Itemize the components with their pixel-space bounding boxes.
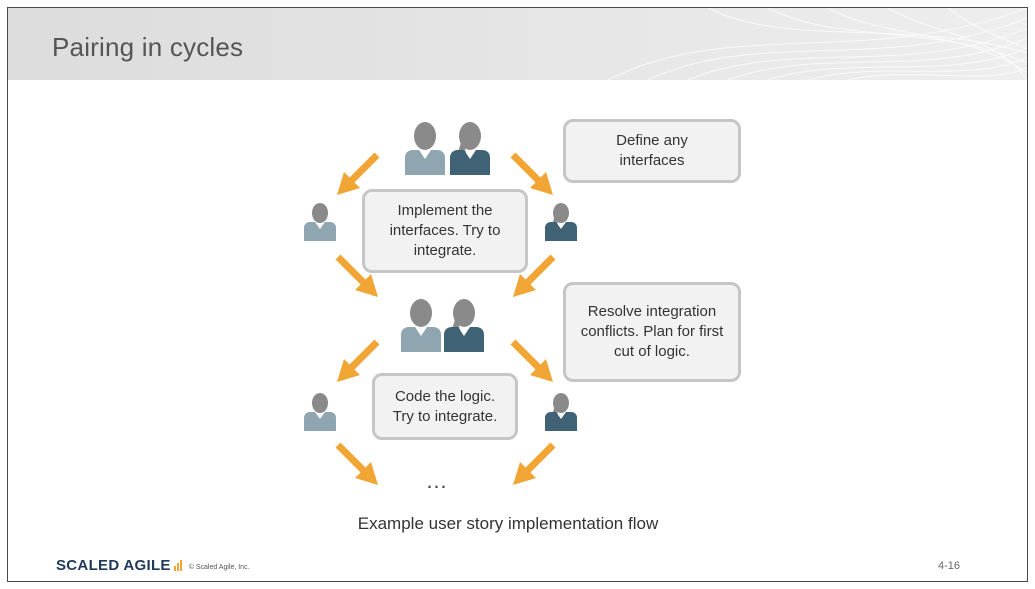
- page-title: Pairing in cycles: [52, 32, 244, 62]
- arrow-down-left-icon: [513, 445, 553, 485]
- arrow-down-right-icon: [338, 445, 378, 485]
- logo-text: SCALED AGILE: [56, 557, 171, 574]
- copyright-text: © Scaled Agile, Inc.: [188, 563, 250, 571]
- step-code-logic: Code the logic. Try to integrate.: [372, 373, 518, 440]
- continuation-ellipsis: …: [425, 468, 451, 493]
- developer-icon: [450, 122, 490, 175]
- developer-left-icon: [304, 203, 336, 241]
- developer-icon: [444, 299, 484, 352]
- arrow-down-left-icon: [337, 342, 377, 382]
- slide-frame: Pairing in cycles: [7, 7, 1028, 582]
- footer-logo: SCALED AGILE © Scaled Agile, Inc.: [56, 557, 250, 574]
- developer-icon: [405, 122, 445, 175]
- slide-header: Pairing in cycles: [8, 8, 1027, 80]
- step-define-interfaces: Define any interfaces: [563, 119, 741, 183]
- diagram-caption: Example user story implementation flow: [357, 514, 659, 533]
- page-number: 4-16: [938, 560, 961, 572]
- developer-icon: [401, 299, 441, 352]
- pair-top: [405, 122, 490, 175]
- step-resolve-conflicts: Resolve integration conflicts. Plan for …: [563, 282, 741, 382]
- arrow-down-right-icon: [513, 342, 553, 382]
- developer-right-icon: [545, 393, 577, 431]
- header-wave-pattern: [607, 8, 1027, 80]
- step-implement-interfaces: Implement the interfaces. Try to integra…: [362, 189, 528, 273]
- developer-left-icon: [304, 393, 336, 431]
- pair-middle: [401, 299, 484, 352]
- pairing-cycle-diagram: [304, 122, 577, 581]
- developer-right-icon: [545, 203, 577, 241]
- logo-mark-icon: [173, 559, 182, 571]
